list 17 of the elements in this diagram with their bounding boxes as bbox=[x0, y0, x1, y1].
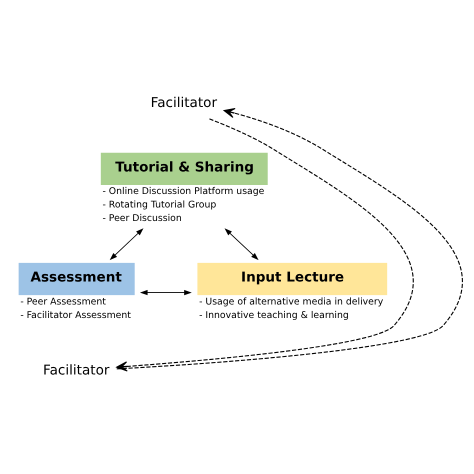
node-label: - Usage of alternative media in delivery bbox=[199, 296, 384, 307]
node-label: - Peer Assessment bbox=[20, 296, 106, 307]
arrow bbox=[116, 108, 462, 369]
node-box: Tutorial & Sharing bbox=[100, 152, 268, 184]
node-text: Facilitator bbox=[43, 362, 110, 378]
node-label: - Online Discussion Platform usage bbox=[102, 186, 264, 197]
node-label: - Peer Discussion bbox=[102, 212, 182, 224]
node-label: - Rotating Tutorial Group bbox=[102, 199, 216, 210]
arrow bbox=[110, 228, 144, 260]
node-label: - Facilitator Assessment bbox=[20, 309, 131, 320]
node-box: Assessment bbox=[18, 262, 135, 295]
node-text: Facilitator bbox=[150, 94, 218, 110]
node-box: Input Lecture bbox=[197, 262, 388, 295]
arrow bbox=[116, 118, 414, 372]
arrow bbox=[140, 289, 192, 295]
node-label: - Innovative teaching & learning bbox=[199, 309, 349, 320]
arrow bbox=[224, 228, 259, 260]
